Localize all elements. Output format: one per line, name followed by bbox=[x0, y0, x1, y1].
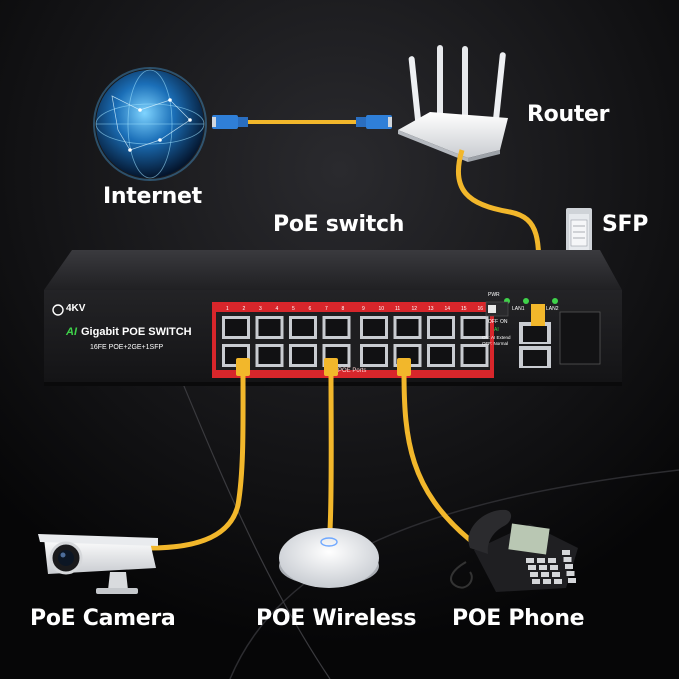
switch-spec: 16FE POE+2GE+1SFP bbox=[90, 344, 164, 351]
port-number-9: 9 bbox=[362, 306, 365, 312]
phone-side-key bbox=[563, 557, 572, 562]
port-number-1: 1 bbox=[226, 306, 229, 312]
ceiling-access-point-icon bbox=[279, 528, 379, 588]
port-number-3: 3 bbox=[259, 306, 262, 312]
ip-phone-icon bbox=[450, 509, 578, 592]
phone-key bbox=[532, 579, 540, 584]
poe-port-socket bbox=[292, 347, 314, 364]
poe-wireless-label: POE Wireless bbox=[256, 606, 417, 631]
brand-name: 4KV bbox=[66, 303, 86, 314]
brand-logo-icon bbox=[52, 304, 64, 316]
ai-extend-mark: AI bbox=[494, 327, 499, 333]
lan2-label: LAN2 bbox=[546, 306, 559, 312]
sfp-label: SFP bbox=[602, 212, 649, 237]
port-strip-label: POE Ports bbox=[338, 368, 367, 374]
port-number-5: 5 bbox=[292, 306, 295, 312]
dip-note-off: OFF: Normal bbox=[482, 341, 509, 346]
poe-phone-label: POE Phone bbox=[452, 606, 585, 631]
poe-camera-label: PoE Camera bbox=[30, 606, 176, 631]
dip-note-on: ON: AI Extend bbox=[482, 335, 511, 340]
port-number-14: 14 bbox=[445, 306, 451, 312]
ai-mark: AI bbox=[66, 326, 77, 338]
poe-port-socket bbox=[430, 347, 452, 364]
port-number-6: 6 bbox=[309, 306, 312, 312]
phone-display bbox=[508, 523, 550, 555]
phone-key bbox=[548, 558, 556, 563]
phone-key bbox=[541, 572, 549, 577]
phone-side-key bbox=[562, 550, 570, 555]
wifi-router-icon bbox=[398, 45, 508, 162]
globe-icon bbox=[93, 67, 207, 181]
port-number-7: 7 bbox=[325, 306, 328, 312]
rj45-connector bbox=[212, 115, 238, 129]
phone-cable bbox=[401, 371, 472, 542]
phone-key bbox=[552, 572, 560, 577]
poe-port-socket bbox=[258, 319, 281, 336]
lan1-label: LAN1 bbox=[512, 306, 525, 312]
port-number-10: 10 bbox=[379, 306, 385, 312]
port-number-13: 13 bbox=[428, 306, 434, 312]
switch-top bbox=[44, 250, 622, 290]
dip-off-label: OFF bbox=[488, 319, 498, 325]
rj45-connector bbox=[397, 358, 411, 376]
dip-on-label: ON bbox=[500, 319, 508, 325]
port-number-12: 12 bbox=[412, 306, 418, 312]
poe-ports bbox=[222, 316, 489, 367]
decorative-arc bbox=[229, 469, 679, 679]
poe-port-socket bbox=[292, 319, 314, 336]
lan2-led bbox=[552, 298, 558, 304]
wireless-cable bbox=[327, 371, 334, 531]
phone-keypad bbox=[526, 550, 576, 584]
port-number-16: 16 bbox=[478, 306, 484, 312]
phone-key bbox=[550, 565, 558, 570]
port-number-15: 15 bbox=[461, 306, 467, 312]
bullet-camera-icon bbox=[38, 534, 158, 594]
poe-port-socket bbox=[325, 319, 348, 336]
poe-port-socket bbox=[363, 347, 385, 364]
phone-side-key bbox=[568, 578, 576, 583]
port-number-4: 4 bbox=[276, 306, 279, 312]
poe-port-socket bbox=[430, 319, 452, 336]
phone-side-key bbox=[566, 571, 575, 576]
port-number-11: 11 bbox=[395, 306, 400, 312]
poe-port-socket bbox=[463, 319, 486, 336]
router-label: Router bbox=[527, 102, 610, 127]
phone-key bbox=[537, 558, 545, 563]
rj45-connector bbox=[531, 304, 545, 326]
phone-key bbox=[528, 565, 536, 570]
switch-model: Gigabit POE SWITCH bbox=[81, 326, 192, 338]
internet-label: Internet bbox=[103, 184, 202, 209]
camera-cable bbox=[149, 371, 246, 551]
phone-key bbox=[554, 579, 562, 584]
poe-port-socket bbox=[258, 347, 281, 364]
poe-port-socket bbox=[363, 319, 385, 336]
sfp-slot bbox=[559, 311, 601, 365]
rj45-connector bbox=[366, 115, 392, 129]
phone-side-key bbox=[565, 564, 573, 569]
port-number-2: 2 bbox=[243, 306, 246, 312]
lan1-led bbox=[523, 298, 529, 304]
poe-port-socket bbox=[225, 319, 247, 336]
port-number-8: 8 bbox=[342, 306, 345, 312]
poe-port-socket bbox=[396, 319, 419, 336]
phone-key bbox=[539, 565, 547, 570]
phone-key bbox=[530, 572, 538, 577]
rj45-connector bbox=[324, 358, 338, 376]
poe-switch-label: PoE switch bbox=[273, 212, 405, 237]
internet-router-cable bbox=[212, 115, 392, 129]
rj45-connector bbox=[236, 358, 250, 376]
pwr-label: PWR bbox=[488, 292, 500, 298]
phone-key bbox=[543, 579, 551, 584]
poe-port-socket bbox=[463, 347, 486, 364]
phone-key bbox=[526, 558, 534, 563]
